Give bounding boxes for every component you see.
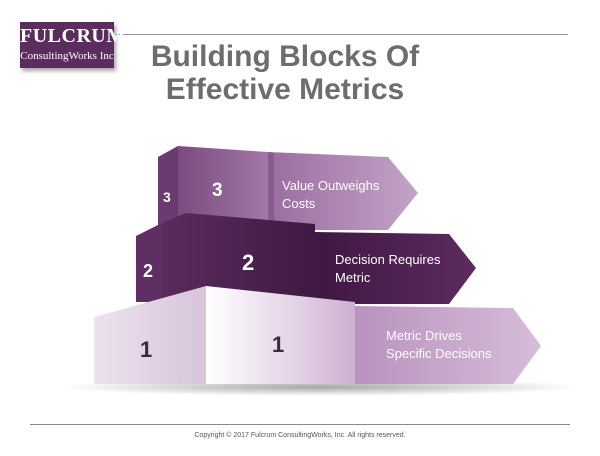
page-title: Building Blocks Of Effective Metrics xyxy=(120,40,450,106)
block-step-3 xyxy=(158,146,418,230)
block-step-2 xyxy=(136,213,476,304)
step-3-number-side: 3 xyxy=(163,189,171,205)
block-3-side xyxy=(158,146,178,230)
step-3-label-line-2: Costs xyxy=(282,196,316,211)
step-1-number: 1 xyxy=(272,332,284,357)
block-1-side xyxy=(94,286,206,384)
logo-subtitle-band: ConsultingWorks Inc xyxy=(20,48,114,67)
arrow-step-3 xyxy=(268,152,418,230)
header-rule xyxy=(116,34,568,35)
footer-rule xyxy=(30,424,570,425)
logo-wordmark: FULCRUM xyxy=(20,25,126,47)
arrow-step-2 xyxy=(315,232,476,304)
step-1-label-line-1: Metric Drives xyxy=(386,328,462,343)
arrow-step-1 xyxy=(355,306,541,384)
step-3-label-line-1: Value Outweighs xyxy=(282,178,380,193)
block-2-side xyxy=(136,223,162,302)
step-3-number: 3 xyxy=(212,180,223,201)
title-line-1: Building Blocks Of xyxy=(150,40,420,73)
step-1-number-side: 1 xyxy=(140,337,152,362)
step-2-number-side: 2 xyxy=(143,261,153,281)
copyright-notice: Copyright © 2017 Fulcrum ConsultingWorks… xyxy=(194,432,406,439)
block-2-front xyxy=(162,213,315,302)
title-line-2: Effective Metrics xyxy=(165,73,405,106)
step-2-label-line-1: Decision Requires xyxy=(335,252,441,267)
block-3-edge xyxy=(268,152,274,230)
block-3-front xyxy=(178,146,268,222)
block-1-front xyxy=(206,286,355,384)
logo-subtitle: ConsultingWorks Inc xyxy=(20,50,114,62)
step-1-label-line-2: Specific Decisions xyxy=(386,346,492,361)
block-step-1 xyxy=(94,286,541,384)
step-2-number: 2 xyxy=(242,250,254,275)
step-2-label-line-2: Metric xyxy=(335,270,371,285)
